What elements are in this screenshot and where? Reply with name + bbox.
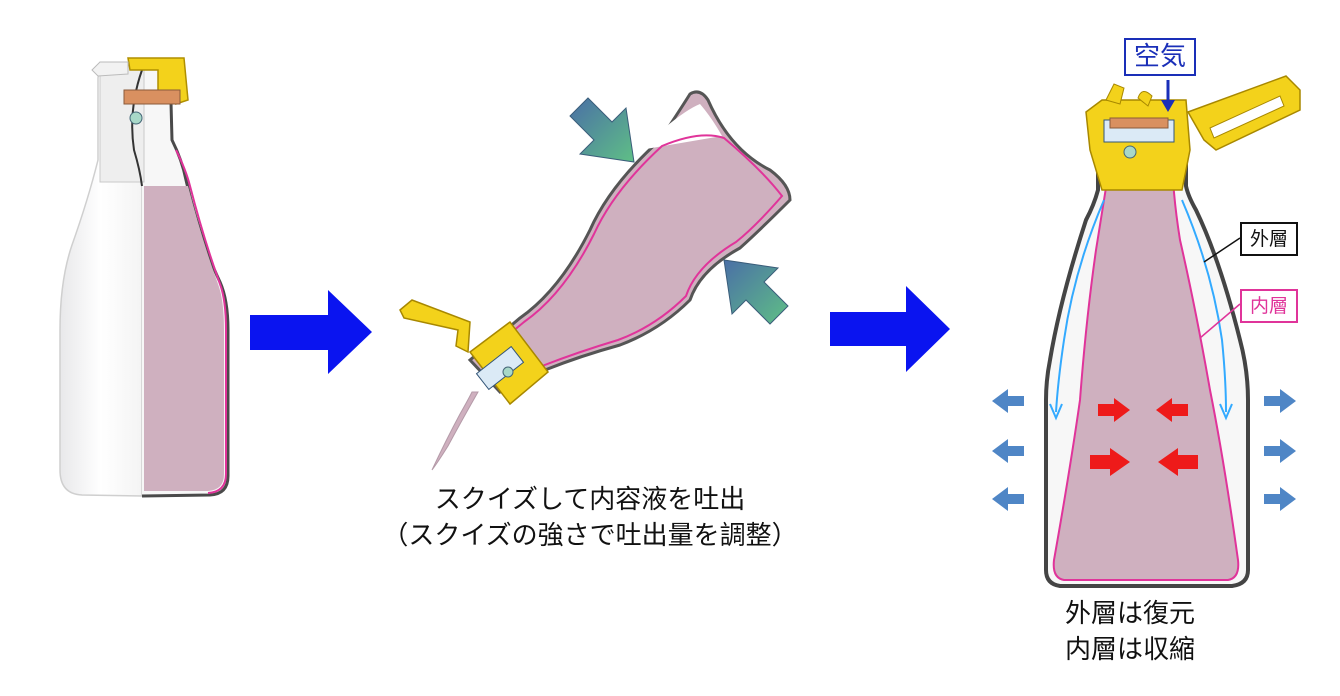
expand-arrow-l1 [992, 389, 1024, 413]
restored-cap [1085, 99, 1191, 191]
bottle-liquid [144, 186, 224, 491]
bottle-restored [992, 75, 1301, 588]
outer-leader-line [1203, 237, 1241, 263]
squeeze-caption-line1: スクイズして内容液を吐出 [434, 485, 746, 515]
shrink-arrow-2 [1156, 398, 1188, 422]
shrink-arrow-3 [1090, 448, 1130, 476]
squeeze-arrow-bottom [723, 259, 789, 325]
shrink-arrow-1 [1098, 398, 1130, 422]
restored-liquid [1053, 150, 1239, 580]
bottle-inner-layer [175, 149, 227, 494]
squeezed-inner-layer [477, 134, 784, 387]
flip-lid [399, 299, 471, 354]
shrink-arrow-4 [1158, 448, 1198, 476]
step-arrow-1 [250, 290, 372, 374]
squeezed-bottle-outline [467, 90, 792, 394]
expand-arrow-l3 [992, 487, 1024, 511]
expand-arrow-r3 [1264, 487, 1296, 511]
air-label: 空気 [1124, 38, 1197, 76]
restore-caption-line2: 内層は収縮 [1064, 635, 1195, 665]
bottle-initial [59, 57, 230, 498]
squeeze-arrow-top [569, 97, 635, 163]
restored-inner-layer [1052, 149, 1240, 581]
squeeze-caption-line2: （スクイズの強さで吐出量を調整） [382, 521, 798, 551]
air-flow-left [1055, 199, 1105, 413]
restore-caption: 外層は復元 内層は収縮 [1020, 596, 1240, 668]
air-flow-right [1181, 199, 1227, 413]
restore-caption-line1: 外層は復元 [1064, 599, 1195, 629]
step-arrow-2 [830, 286, 950, 372]
liquid-stream [431, 391, 479, 471]
inner-layer-label: 内層 [1240, 289, 1299, 323]
inner-leader-line [1199, 303, 1241, 339]
expand-arrow-r1 [1264, 389, 1296, 413]
expand-arrow-l2 [992, 439, 1024, 463]
expand-arrow-r2 [1264, 439, 1296, 463]
outer-layer-label: 外層 [1240, 222, 1299, 256]
bottle-squeezed [399, 90, 792, 471]
squeeze-caption: スクイズして内容液を吐出 （スクイズの強さで吐出量を調整） [330, 482, 850, 554]
